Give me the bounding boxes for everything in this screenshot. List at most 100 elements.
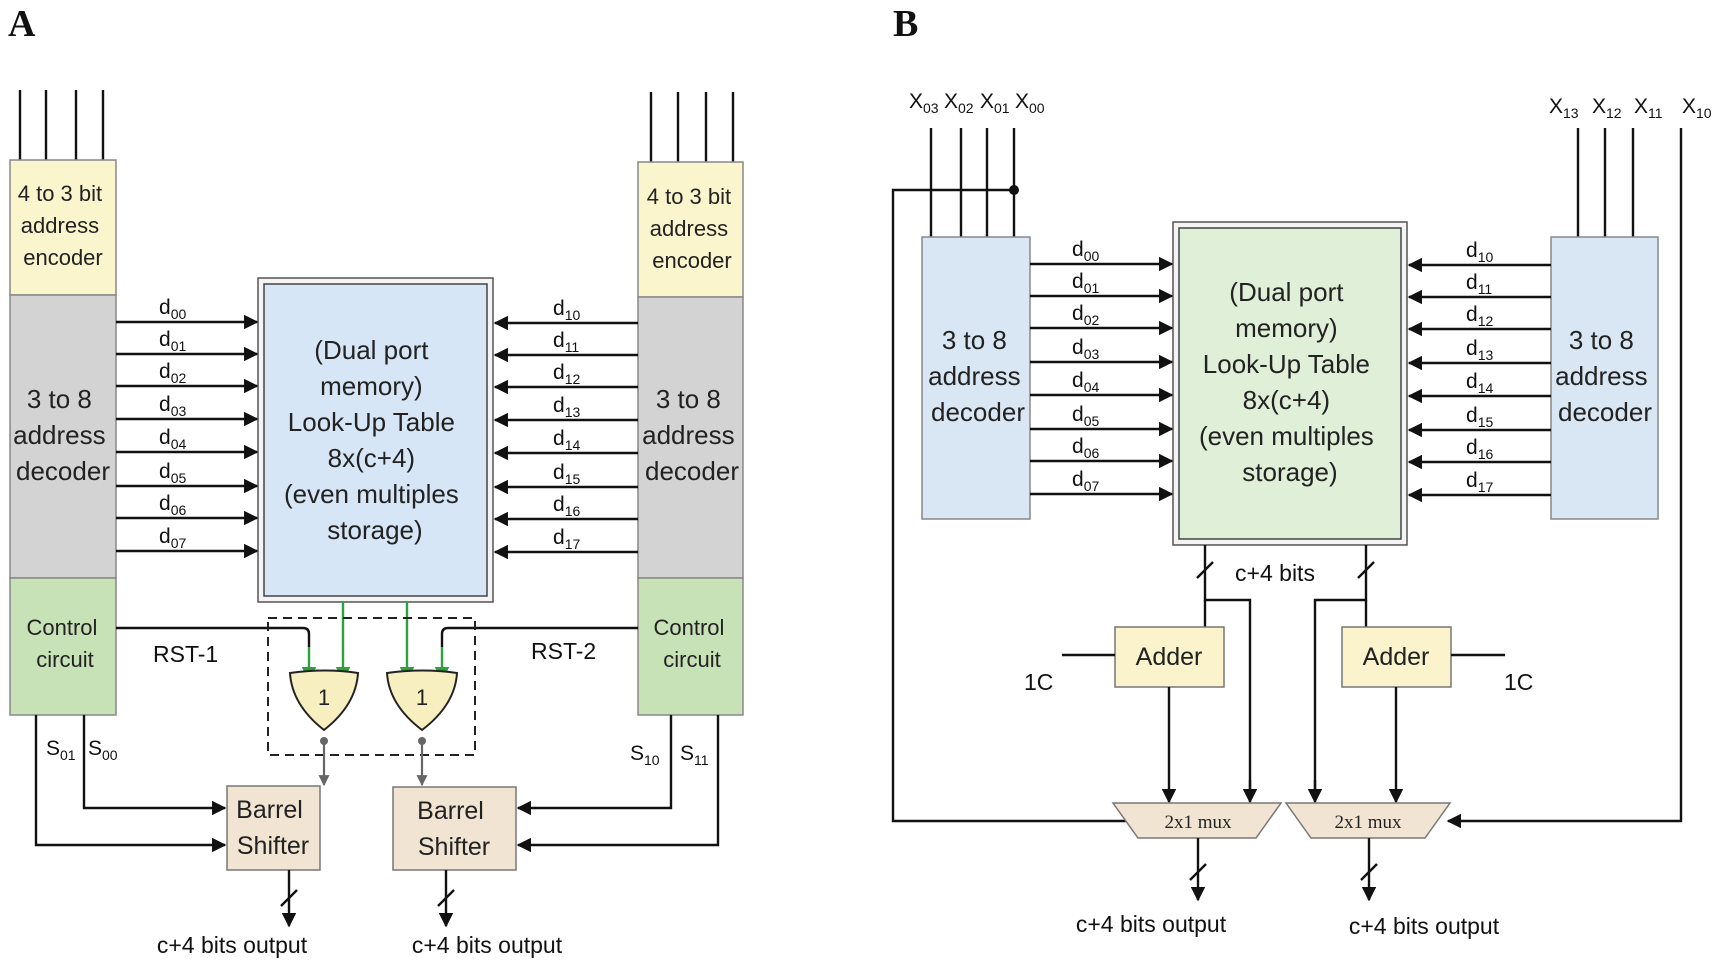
a-d06-label: d06 <box>159 492 186 518</box>
s11-wire <box>516 715 720 853</box>
svg-text:d15: d15 <box>1466 404 1493 430</box>
a-d07-label: d07 <box>159 525 186 551</box>
b-x-right-labels: X13 X12 X11 X10 <box>1549 95 1712 121</box>
b-decoder-left-label: 3 to 8 address decoder <box>928 325 1028 427</box>
a-d00-label: d00 <box>159 296 186 322</box>
a-output-right-label: c+4 bits output <box>412 932 563 958</box>
or-gate-right <box>385 669 459 732</box>
svg-text:d14: d14 <box>1466 370 1493 396</box>
svg-text:X02: X02 <box>944 90 974 116</box>
decoder-right-box <box>637 296 744 579</box>
encoder-right-box <box>637 161 744 298</box>
control-right-label: Control circuit <box>653 615 730 672</box>
panel-a: A 4 to 3 bit address encoder 3 to 8 addr… <box>8 3 744 958</box>
svg-text:d11: d11 <box>1466 271 1492 297</box>
a-d10-label: d10 <box>553 297 580 323</box>
encoder-left-label: 4 to 3 bit address encoder <box>18 181 109 270</box>
s00-wire <box>82 715 227 816</box>
lut-b-inner <box>1178 227 1402 540</box>
b-output-right-label: c+4 bits output <box>1349 913 1500 939</box>
b-adder-right-box <box>1341 626 1452 688</box>
or-gate-left-label: 1 <box>318 685 330 710</box>
svg-text:X12: X12 <box>1592 95 1622 121</box>
decoder-left-label: 3 to 8 address decoder <box>13 384 113 486</box>
b-adder-left-label: Adder <box>1136 643 1203 671</box>
b-output-left-label: c+4 bits output <box>1076 911 1227 937</box>
lut-a-inner <box>263 283 488 597</box>
b-mux-left-slash <box>1189 863 1207 881</box>
svg-text:X13: X13 <box>1549 95 1579 121</box>
shifter-right-slash <box>437 889 455 907</box>
b-mux-right-label: 2x1 mux <box>1334 812 1402 833</box>
a-d05-label: d05 <box>159 460 186 486</box>
b-mux-left <box>1111 802 1283 839</box>
s01-wire <box>34 715 227 853</box>
a-d-left-labels: d00 d01 d02 d03 d04 d05 d06 d07 <box>159 296 186 551</box>
a-d12-label: d12 <box>553 361 580 387</box>
svg-text:d06: d06 <box>1072 435 1099 461</box>
svg-text:d02: d02 <box>1072 302 1099 328</box>
svg-text:d04: d04 <box>1072 369 1099 395</box>
a-d-right-arrows <box>493 315 638 560</box>
b-adder-right-label: Adder <box>1363 643 1430 671</box>
svg-text:d10: d10 <box>1466 239 1493 265</box>
a-d04-label: d04 <box>159 426 186 452</box>
b-decoder-right-label: 3 to 8 address decoder <box>1555 325 1655 427</box>
b-x-left-wires <box>929 128 1016 237</box>
lut-a-label: (Dual port memory) Look-Up Table 8x(c+4)… <box>284 335 466 545</box>
a-d16-label: d16 <box>553 493 580 519</box>
svg-text:d03: d03 <box>1072 336 1099 362</box>
rst1-wire <box>116 626 311 647</box>
barrel-shifter-left-label: Barrel Shifter <box>236 796 310 860</box>
or-gate-right-label: 1 <box>416 685 428 710</box>
b-1c-right-label: 1C <box>1504 669 1533 695</box>
a-d11-label: d11 <box>553 329 579 355</box>
a-d17-label: d17 <box>553 526 580 552</box>
shifter-left-slash <box>280 889 298 907</box>
rst2-label: RST-2 <box>531 638 596 664</box>
b-bus-left <box>1203 545 1252 800</box>
b-bus-right <box>1313 545 1368 800</box>
b-bus-left-slash <box>1196 561 1214 579</box>
a-d13-label: d13 <box>553 394 580 420</box>
svg-text:d07: d07 <box>1072 468 1099 494</box>
svg-text:d05: d05 <box>1072 403 1099 429</box>
b-mux-right-slash <box>1360 863 1378 881</box>
b-1c-left-label: 1C <box>1024 669 1053 695</box>
a-d-left-arrows <box>116 314 259 559</box>
barrel-shifter-right-label: Barrel Shifter <box>417 797 491 861</box>
b-d-left-labels: d00 d01 d02 d03 d04 d05 d06 d07 <box>1072 238 1099 494</box>
s10-wire <box>516 715 673 816</box>
svg-text:X01: X01 <box>980 90 1010 116</box>
control-left-label: Control circuit <box>26 615 103 672</box>
b-mux-right <box>1284 802 1452 839</box>
svg-text:d13: d13 <box>1466 337 1493 363</box>
gate-dashed-boundary <box>267 617 476 756</box>
encoder-left-input-pins <box>18 90 105 160</box>
encoder-left-box <box>9 159 117 296</box>
b-x-right-wires <box>1576 128 1635 237</box>
b-decoder-left-box <box>921 236 1031 520</box>
b-decoder-right-box <box>1550 236 1659 520</box>
svg-text:X00: X00 <box>1015 90 1045 116</box>
a-output-left-label: c+4 bits output <box>157 932 308 958</box>
b-d-right-arrows <box>1407 257 1551 503</box>
svg-text:X11: X11 <box>1634 95 1663 121</box>
a-d01-label: d01 <box>159 328 186 354</box>
b-mux-left-label: 2x1 mux <box>1164 812 1232 833</box>
b-x-left-labels: X03 X02 X01 X00 <box>909 90 1045 116</box>
a-d02-label: d02 <box>159 360 186 386</box>
s10-label: S10 <box>630 742 660 768</box>
b-d-right-labels: d10 d11 d12 d13 d14 d15 d16 d17 <box>1466 239 1493 495</box>
barrel-shifter-left-box <box>226 785 321 871</box>
svg-text:d16: d16 <box>1466 436 1493 462</box>
panel-b: B X03 X02 X01 X00 X13 X12 X11 X10 <box>891 3 1712 939</box>
encoder-right-input-pins <box>649 92 735 162</box>
a-d03-label: d03 <box>159 393 186 419</box>
a-d-right-labels: d10 d11 d12 d13 d14 d15 d16 d17 <box>553 297 580 552</box>
encoder-right-label: 4 to 3 bit address encoder <box>647 184 738 273</box>
control-right-box <box>637 577 744 716</box>
svg-text:d00: d00 <box>1072 238 1099 264</box>
b-bus-right-slash <box>1357 561 1375 579</box>
